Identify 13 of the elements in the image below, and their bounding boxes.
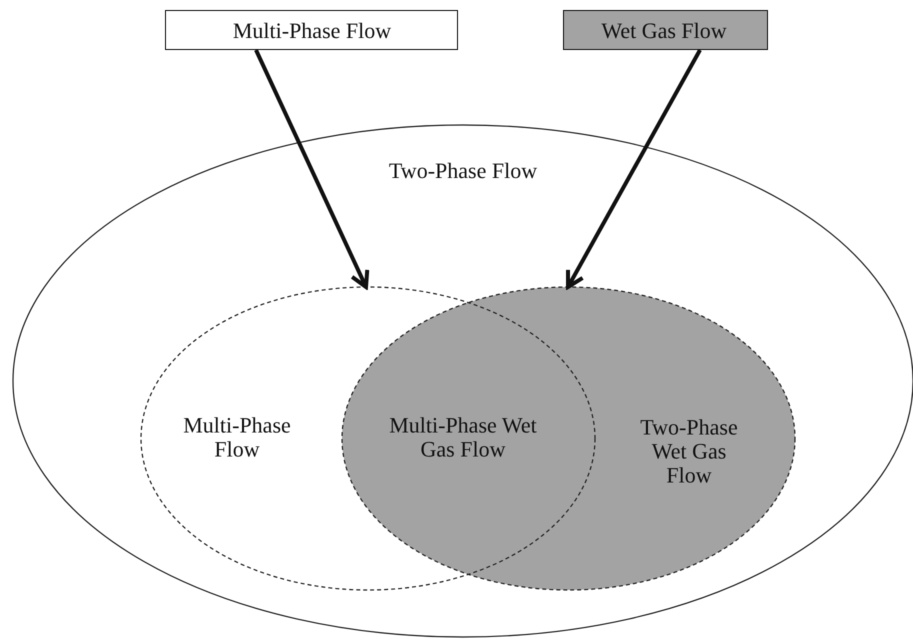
region-label: Multi-Phase Wet Gas Flow <box>388 413 538 461</box>
node-label: Multi-Phase Flow <box>232 19 392 43</box>
venn-ellipse <box>342 287 795 590</box>
node-label: Two-Phase Flow <box>388 159 538 183</box>
category-box <box>563 10 768 50</box>
arrow <box>566 49 702 289</box>
node-label: Two-Phase Wet Gas Flow <box>639 415 739 487</box>
venn-ellipse <box>13 125 913 637</box>
arrow <box>254 49 370 289</box>
node-label: Multi-Phase Flow <box>182 413 292 461</box>
node-label: Wet Gas Flow <box>600 19 728 43</box>
venn-ellipse <box>141 287 595 590</box>
category-box <box>165 10 458 50</box>
